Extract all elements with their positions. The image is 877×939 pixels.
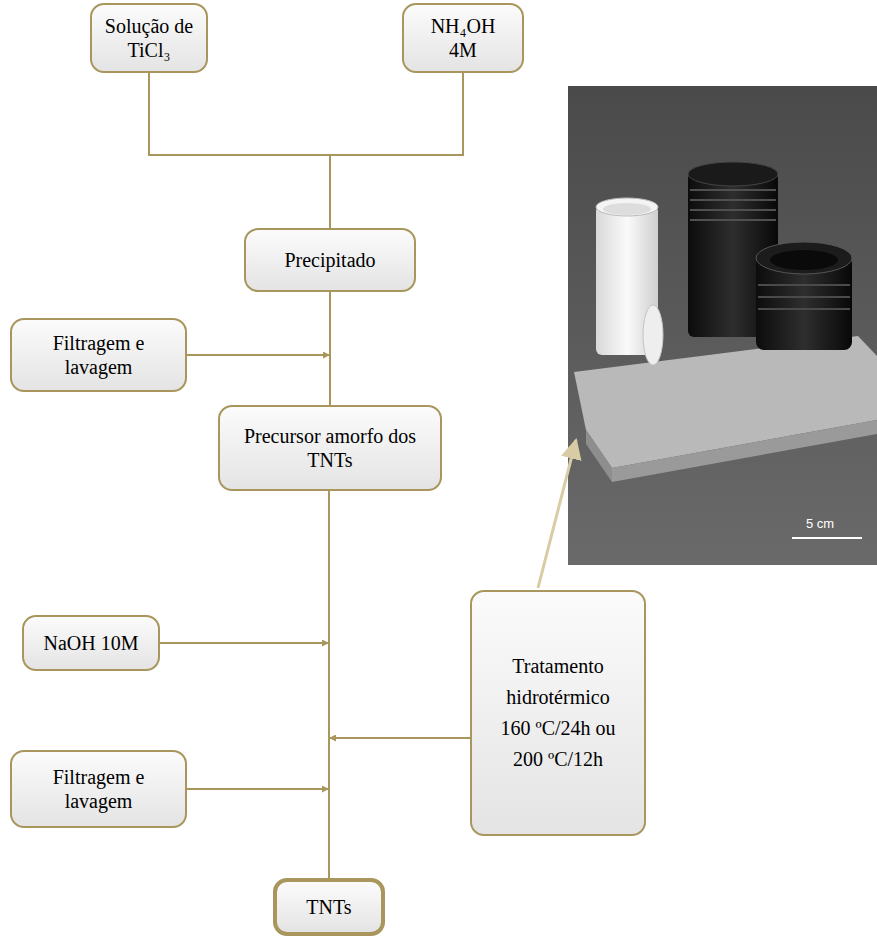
box-text: Tratamento hidrotérmico 160 ºC/24h ou 20… bbox=[499, 651, 617, 775]
process-box: Tratamento hidrotérmico 160 ºC/24h ou 20… bbox=[470, 590, 646, 836]
ptfe-lid bbox=[643, 305, 663, 365]
thread-line bbox=[690, 219, 776, 221]
box-text: Filtragem e lavagem bbox=[43, 331, 155, 379]
process-box: NH₄OH 4M bbox=[402, 3, 524, 73]
thread-line bbox=[758, 308, 850, 310]
box-text: NH₄OH 4M bbox=[415, 14, 511, 62]
box-text: TNTs bbox=[306, 895, 351, 919]
result-box: TNTs bbox=[273, 878, 385, 936]
brick-front bbox=[612, 420, 877, 482]
process-box: Precipitado bbox=[244, 228, 416, 292]
thread-line bbox=[690, 199, 776, 201]
steel-vessel-top bbox=[688, 162, 778, 186]
thread-line bbox=[758, 296, 850, 298]
box-text: NaOH 10M bbox=[44, 631, 139, 655]
ptfe-liner-opening bbox=[603, 203, 651, 215]
box-text: Precipitado bbox=[284, 248, 375, 272]
process-box: Filtragem e lavagem bbox=[10, 318, 187, 392]
vessel-threads bbox=[690, 190, 776, 220]
leader-line bbox=[538, 440, 576, 588]
flow-connector bbox=[329, 738, 470, 878]
cap-threads bbox=[758, 285, 850, 309]
process-box: NaOH 10M bbox=[22, 615, 160, 671]
photo-background bbox=[568, 86, 877, 565]
box-text: Filtragem e lavagem bbox=[43, 765, 155, 813]
box-text: Precursor amorfo dos TNTs bbox=[238, 424, 422, 472]
process-box: Precursor amorfo dos TNTs bbox=[218, 405, 442, 491]
box-text: Solução de TiCl₃ bbox=[103, 14, 195, 62]
flow-connector bbox=[149, 73, 330, 228]
scale-label: 5 cm bbox=[806, 516, 834, 531]
thread-line bbox=[690, 209, 776, 211]
process-box: Solução de TiCl₃ bbox=[90, 3, 208, 73]
thread-line bbox=[690, 189, 776, 191]
brick-side bbox=[586, 430, 612, 482]
ptfe-liner-top bbox=[596, 198, 658, 216]
process-box: Filtragem e lavagem bbox=[10, 750, 187, 828]
scale-bar bbox=[792, 537, 862, 539]
steel-cap-top bbox=[756, 242, 852, 274]
flow-connector bbox=[330, 73, 463, 228]
flow-connector bbox=[187, 355, 330, 405]
flow-connector bbox=[187, 789, 329, 878]
steel-cap-opening bbox=[770, 250, 838, 270]
thread-line bbox=[758, 284, 850, 286]
